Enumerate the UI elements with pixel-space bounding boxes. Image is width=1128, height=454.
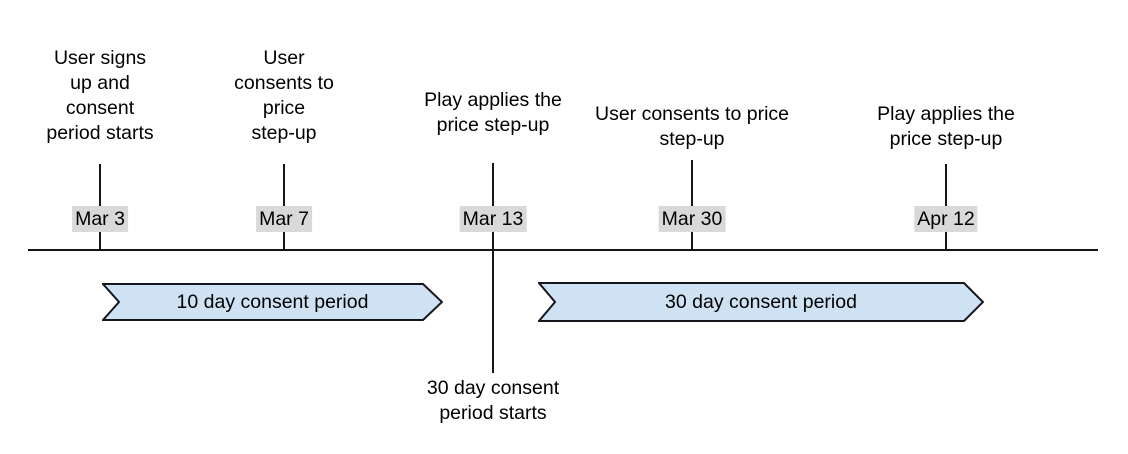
milestone-date-mar-7: Mar 7 xyxy=(256,206,312,232)
milestone-tick-mar-13 xyxy=(492,163,494,373)
milestone-caption-mar-3: User signs up and consent period starts xyxy=(46,47,154,144)
milestone-caption-mar-13: Play applies the price step-up xyxy=(424,89,562,136)
milestone-date-apr-12: Apr 12 xyxy=(914,206,978,232)
period-banner-10-day: 10 day consent period xyxy=(102,283,443,321)
period-banner-30-day-arrow-shape xyxy=(538,282,984,322)
milestone-date-mar-3: Mar 3 xyxy=(72,206,128,232)
milestone-caption-apr-12: Play applies the price step-up xyxy=(877,103,1015,150)
period-banner-10-day-label: 10 day consent period xyxy=(176,290,369,313)
milestone-date-mar-30: Mar 30 xyxy=(658,206,726,232)
consent-period-start-caption: 30 day consent period starts xyxy=(426,377,560,424)
period-banner-10-day-arrow-shape xyxy=(102,283,443,321)
period-banner-30-day-label: 30 day consent period xyxy=(665,290,857,313)
period-banner-30-day: 30 day consent period xyxy=(538,282,984,322)
milestone-tick-mar-30 xyxy=(691,160,693,250)
milestone-caption-mar-30: User consents to price step-up xyxy=(594,103,790,150)
milestone-caption-mar-7: User consents to price step-up xyxy=(234,47,334,144)
timeline-axis-line xyxy=(28,249,1098,251)
milestone-date-mar-13: Mar 13 xyxy=(459,206,527,232)
